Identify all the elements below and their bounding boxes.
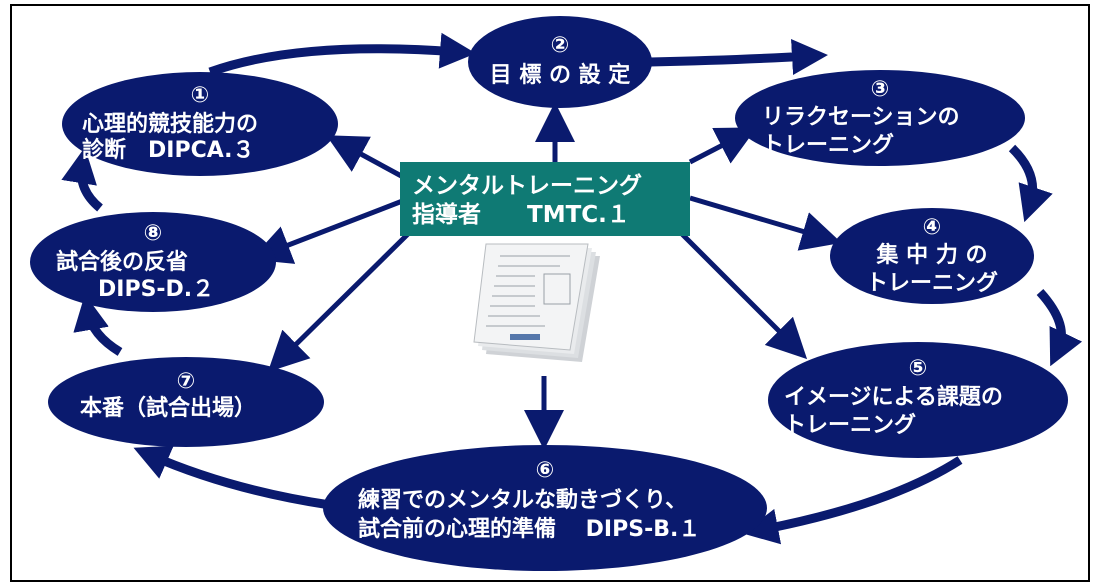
- cycle-arrow-3-to-4: [1008, 144, 1053, 223]
- arrow-to-node-8: [250, 197, 406, 264]
- cycle-arrow-7-to-8: [73, 294, 123, 356]
- node-6-number: ⑥: [536, 458, 555, 483]
- node-7-line1: 本番（試合出場）: [80, 395, 256, 421]
- node-1-line2: 診断 DIPCA.３: [82, 137, 255, 163]
- node-3-number: ③: [871, 77, 890, 102]
- arrow-to-node-1: [326, 135, 407, 181]
- arrow-to-node-5: [678, 230, 808, 360]
- node-2-line1: 目 標 の 設 定: [490, 62, 631, 88]
- cycle-arrow-8-to-1: [61, 147, 103, 212]
- node-6: ⑥ 練習でのメンタルな動きづくり、 試合前の心理的準備 DIPS-B.１: [323, 445, 767, 571]
- node-4: ④ 集 中 力 の トレーニング: [830, 208, 1034, 304]
- node-3-line1: リラクセーションの: [762, 105, 960, 130]
- arrow-to-node-7: [267, 230, 412, 373]
- node-5-line2: トレーニング: [784, 412, 916, 438]
- document-stack-image: [473, 243, 600, 362]
- center-line1: メンタルトレーニング: [412, 172, 642, 199]
- node-4-number: ④: [923, 215, 942, 240]
- node-7-number: ⑦: [177, 369, 196, 394]
- node-7: ⑦ 本番（試合出場）: [48, 357, 324, 447]
- arrow-to-node-4: [689, 195, 842, 251]
- node-1: ① 心理的競技能力の 診断 DIPCA.３: [62, 72, 338, 176]
- node-1-line1: 心理的競技能力の: [82, 111, 258, 137]
- cycle-arrows: [61, 32, 1083, 545]
- arrow-to-node-3: [688, 127, 757, 165]
- cycle-arrow-2-to-3: [649, 39, 828, 75]
- node-4-line1: 集 中 力 の: [876, 242, 988, 268]
- node-2-number: ②: [551, 33, 570, 58]
- node-4-line2: トレーニング: [866, 270, 998, 296]
- node-5-number: ⑤: [909, 356, 928, 381]
- node-3: ③ リラクセーションの トレーニング: [735, 70, 1025, 166]
- node-3-line2: トレーニング: [762, 132, 894, 158]
- node-5-line1: イメージによる課題の: [784, 384, 1003, 410]
- cycle-arrow-6-to-7: [133, 445, 331, 510]
- node-8-number: ⑧: [144, 221, 163, 246]
- node-8-line1: 試合後の反省: [56, 249, 188, 275]
- node-1-number: ①: [191, 83, 210, 108]
- cycle-arrow-4-to-5: [1036, 288, 1083, 367]
- node-6-line1: 練習でのメンタルな動きづくり、: [358, 487, 687, 513]
- node-8: ⑧ 試合後の反省 DIPS-D.２: [30, 212, 276, 312]
- node-2: ② 目 標 の 設 定: [468, 16, 652, 108]
- center-line2: 指導者 TMTC.１: [412, 201, 630, 228]
- node-8-line2: DIPS-D.２: [98, 277, 214, 302]
- center-arrows: [250, 102, 842, 450]
- cycle-arrow-5-to-6: [742, 456, 963, 545]
- cycle-arrow-1-to-2: [208, 32, 476, 77]
- node-5: ⑤ イメージによる課題の トレーニング: [768, 342, 1068, 458]
- node-6-line2: 試合前の心理的準備 DIPS-B.１: [358, 516, 700, 542]
- center-box: メンタルトレーニング 指導者 TMTC.１: [400, 162, 690, 236]
